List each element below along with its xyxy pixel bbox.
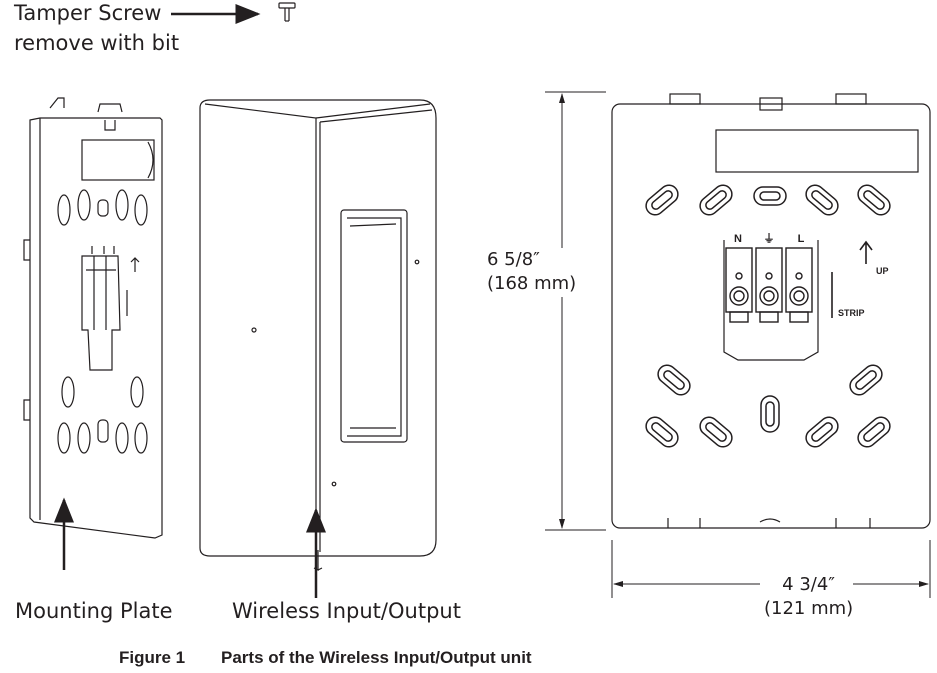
terminal-n-label: N — [734, 233, 742, 245]
wireless-io-label: Wireless Input/Output — [232, 599, 461, 623]
up-label: UP — [876, 266, 889, 276]
width-dimension-label: 4 3/4″ (121 mm) — [764, 573, 854, 622]
width-mm: (121 mm) — [764, 598, 854, 620]
height-inches: 6 5/8″ — [487, 249, 540, 270]
width-dimension — [611, 540, 931, 598]
tamper-screw-label: Tamper Screw — [14, 1, 162, 25]
tamper-screw-sublabel: remove with bit — [14, 31, 180, 55]
mounting-plate-drawing — [23, 97, 163, 570]
figure-caption: Parts of the Wireless Input/Output unit — [221, 648, 532, 667]
wireless-io-drawing — [199, 99, 437, 598]
height-mm: (168 mm) — [487, 273, 577, 295]
width-inches: 4 3/4″ — [782, 574, 836, 595]
terminal-l-label: L — [798, 233, 805, 245]
mounting-plate-label: Mounting Plate — [15, 599, 173, 623]
height-dimension — [545, 91, 606, 531]
figure-number: Figure 1 — [119, 648, 186, 667]
plate-front-drawing — [611, 93, 931, 529]
tamper-screw-icon — [278, 2, 296, 22]
strip-label: STRIP — [838, 308, 865, 318]
height-dimension-label: 6 5/8″ (168 mm) — [487, 248, 577, 297]
terminal-ground-label: ⏚ — [764, 232, 775, 245]
